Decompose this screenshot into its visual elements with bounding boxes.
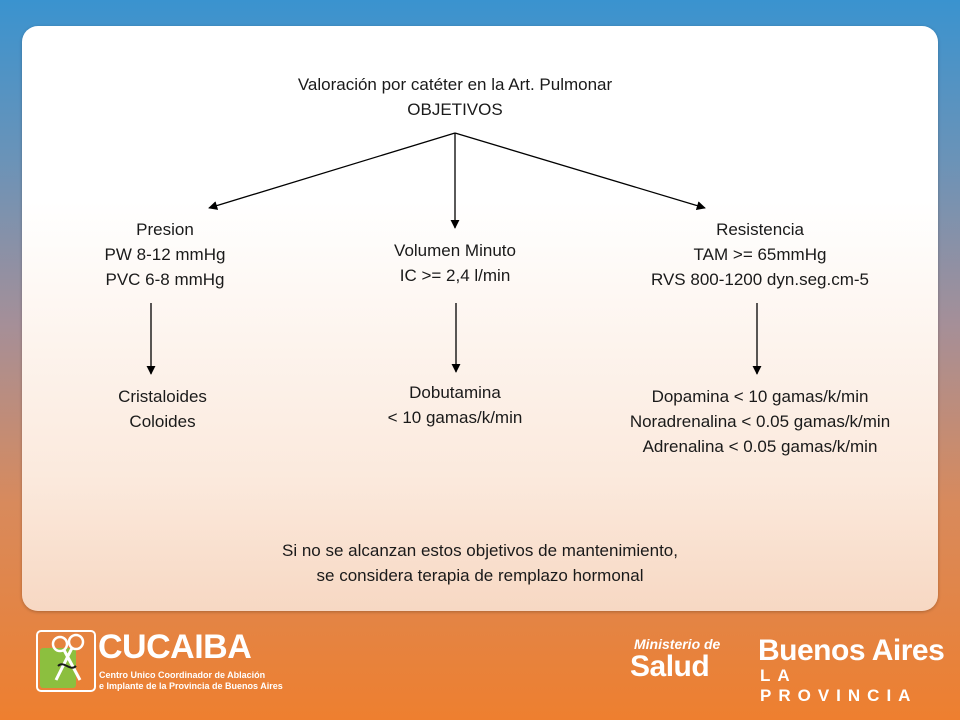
treatment-item: Noradrenalina < 0.05 gamas/k/min	[629, 412, 891, 431]
treatment-item: Dopamina < 10 gamas/k/min	[651, 387, 869, 406]
presion-box: Presion PW 8-12 mmHg PVC 6-8 mmHg	[60, 217, 270, 292]
content-panel	[22, 26, 938, 611]
presion-line: PW 8-12 mmHg	[104, 245, 226, 264]
resistencia-line: RVS 800-1200 dyn.seg.cm-5	[651, 270, 869, 289]
presion-heading: Presion	[136, 220, 194, 239]
resistencia-line: TAM >= 65mmHg	[693, 245, 827, 264]
resistencia-heading: Resistencia	[716, 220, 804, 239]
title-line1: Valoración por catéter en la Art. Pulmon…	[297, 75, 613, 94]
resistencia-treatments: Dopamina < 10 gamas/k/min Noradrenalina …	[590, 384, 930, 459]
presion-treatments: Cristaloides Coloides	[60, 384, 265, 434]
treatment-item: < 10 gamas/k/min	[387, 408, 523, 427]
arrow-to-resistencia	[454, 132, 706, 211]
ministerio-label: Ministerio de	[634, 636, 721, 652]
cucaiba-sub-line1: Centro Unico Coordinador de Ablación	[99, 670, 266, 680]
cucaiba-sub-line2: e Implante de la Provincia de Buenos Air…	[99, 681, 283, 691]
volumen-heading: Volumen Minuto	[394, 241, 516, 260]
note-line2: se considera terapia de remplazo hormona…	[316, 566, 644, 585]
buenos-aires-label: Buenos Aires	[758, 634, 945, 667]
volumen-line: IC >= 2,4 l/min	[399, 266, 511, 285]
cucaiba-name: CUCAIBA	[98, 628, 252, 666]
la-provincia-label: LA PROVINCIA	[760, 666, 918, 705]
diagram-title: Valoración por catéter en la Art. Pulmon…	[230, 72, 680, 122]
volumen-box: Volumen Minuto IC >= 2,4 l/min	[350, 238, 560, 288]
salud-label: Salud	[630, 650, 710, 683]
presion-line: PVC 6-8 mmHg	[105, 270, 225, 289]
cucaiba-subtitle: Centro Unico Coordinador de Ablación e I…	[99, 670, 283, 692]
bottom-note: Si no se alcanzan estos objetivos de man…	[180, 538, 780, 588]
arrow-to-presion	[208, 132, 456, 210]
treatment-item: Dobutamina	[409, 383, 501, 402]
resistencia-box: Resistencia TAM >= 65mmHg RVS 800-1200 d…	[610, 217, 910, 292]
cucaiba-logo-icon	[36, 630, 96, 692]
volumen-treatments: Dobutamina < 10 gamas/k/min	[350, 380, 560, 430]
treatment-item: Adrenalina < 0.05 gamas/k/min	[642, 437, 878, 456]
title-line2: OBJETIVOS	[407, 100, 503, 119]
treatment-item: Coloides	[129, 412, 196, 431]
treatment-item: Cristaloides	[118, 387, 207, 406]
note-line1: Si no se alcanzan estos objetivos de man…	[282, 541, 678, 560]
